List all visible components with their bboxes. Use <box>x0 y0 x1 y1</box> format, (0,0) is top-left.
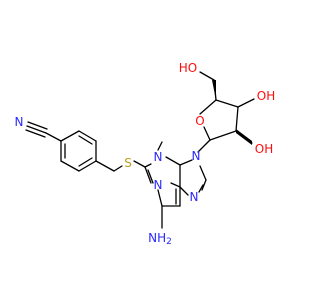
atom-sulfur: S <box>124 156 132 170</box>
imidazole-ring <box>179 159 207 196</box>
bonds <box>25 71 255 229</box>
atom-hydroxyl-2: OH <box>255 142 273 156</box>
nitrile-triple-bond <box>25 121 48 138</box>
bond-ring-ch2 <box>95 160 115 172</box>
pyrimidine-ring <box>144 141 181 229</box>
bond-nitrile-c-ring <box>45 132 62 142</box>
atom-hydroxyl-3: OH <box>257 89 275 103</box>
atom-purine-n9: N <box>192 149 201 163</box>
atom-labels: N S N N N N NH2 O HO OH OH <box>15 61 276 247</box>
atom-hydroxyl-ch2: HO <box>179 61 197 75</box>
wedge-c2-oh <box>236 129 252 145</box>
ribose-ring <box>199 99 239 141</box>
bond-n9-c1 <box>197 139 211 153</box>
wedge-c3-c2 <box>236 105 238 133</box>
atom-purine-n7: N <box>190 190 199 204</box>
atom-nitrile-n: N <box>15 115 24 129</box>
bond-s-c2 <box>133 160 146 168</box>
bond-c3-oh <box>237 98 255 108</box>
bond-ch2-s <box>113 165 123 172</box>
atom-ring-oxygen: O <box>195 114 204 128</box>
atom-amino: NH2 <box>148 231 172 247</box>
hash-c4-ch2 <box>212 80 216 100</box>
stereo-wedges <box>212 80 252 145</box>
bond-ch2-oh <box>199 71 215 81</box>
atom-purine-n3: N <box>154 150 163 164</box>
molecule-structure: N S N N N N NH2 O HO OH OH <box>15 61 276 247</box>
atom-purine-n1: N <box>154 178 163 192</box>
benzene-ring <box>60 130 97 172</box>
